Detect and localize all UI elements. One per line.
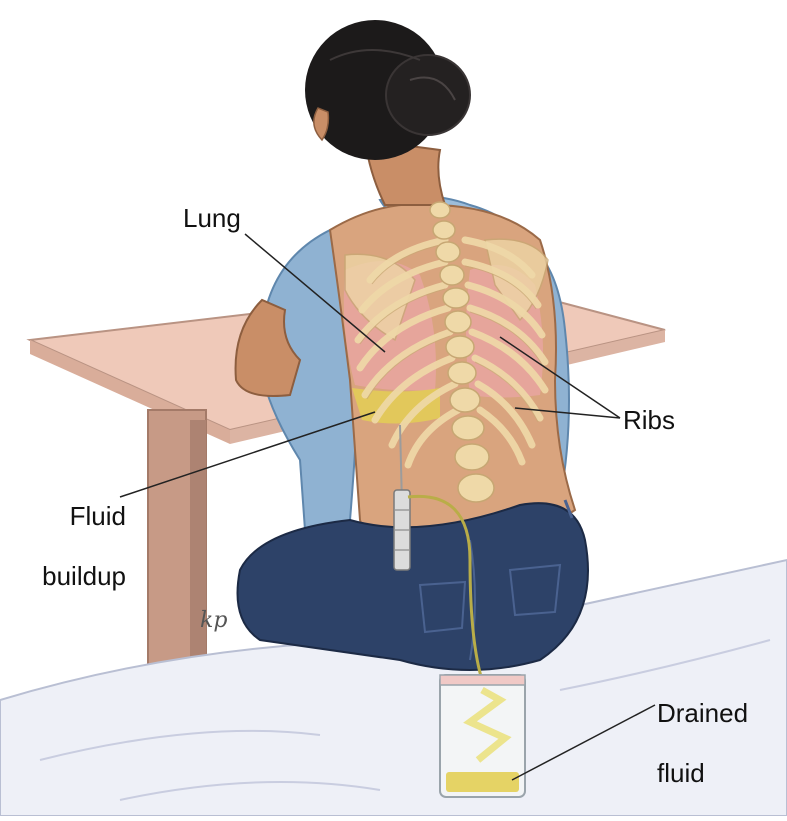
ribs-label: Ribs [623, 405, 675, 435]
lung-label: Lung [183, 203, 241, 233]
drained-fluid [446, 772, 519, 792]
fluid-label-line2: buildup [16, 561, 126, 591]
drained-label-line1: Drained [657, 698, 748, 728]
fluid-label-line1: Fluid [16, 501, 126, 531]
jeans-body [238, 503, 589, 670]
hair-bun [386, 55, 470, 135]
bag-top [440, 675, 525, 685]
head [305, 20, 470, 160]
drainage-bag [440, 675, 525, 797]
drained-fluid-label: Drained fluid [657, 668, 748, 818]
fluid-buildup-label: Fluid buildup [16, 471, 126, 621]
artist-signature: kp [200, 608, 227, 633]
drained-label-line2: fluid [657, 758, 748, 788]
